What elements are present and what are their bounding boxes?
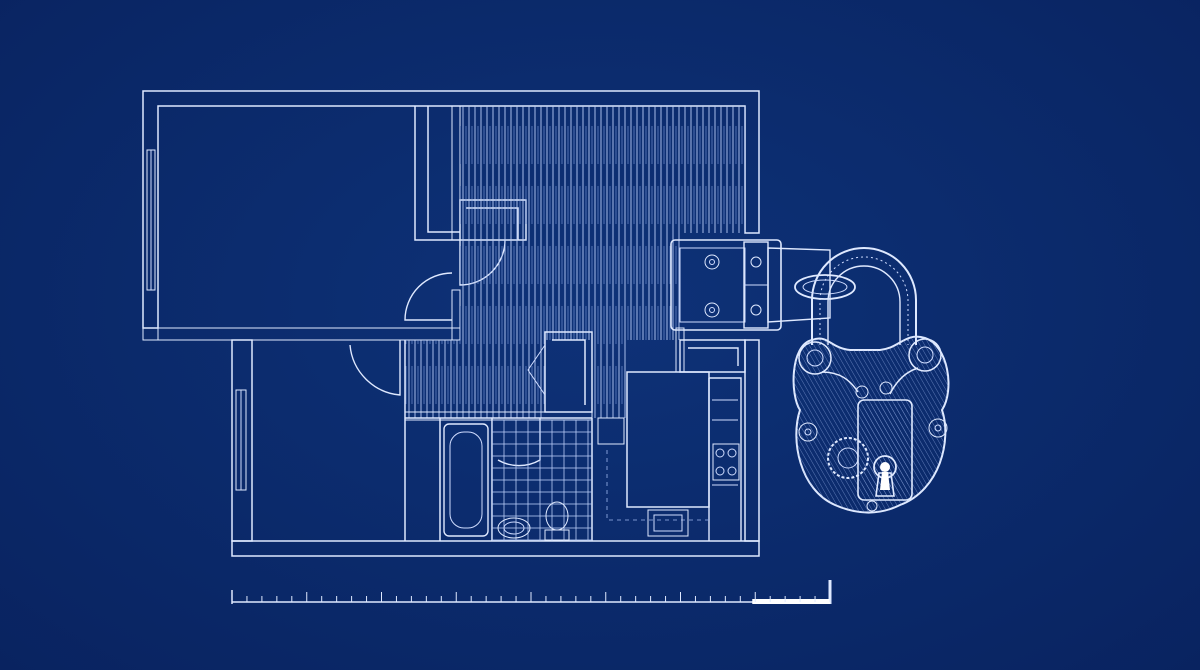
padlock-icon: [792, 247, 950, 514]
closet-wall: [414, 106, 460, 241]
wall-utility-hatch: [675, 327, 685, 373]
hall-closet-door: [527, 344, 546, 396]
outer-wall-bedroom2: [231, 339, 253, 542]
wall-bedroom-bottom: [142, 327, 461, 341]
hall-closet: [544, 331, 593, 413]
hasp-icon: [670, 239, 831, 331]
stove: [712, 443, 740, 481]
kitchen-island: [626, 371, 710, 508]
keyhole-icon: [873, 455, 897, 497]
column: [597, 417, 625, 445]
scale-ticks: [231, 592, 831, 602]
inner-wall-v: [451, 105, 461, 241]
bathtub-inner: [449, 431, 483, 529]
hall-floor: [460, 233, 680, 340]
wall-bath: [404, 340, 593, 541]
outer-wall-bottom: [231, 540, 760, 557]
bath-tiles: [492, 420, 592, 541]
outer-wall-right-lower: [744, 339, 760, 542]
door-bedroom2: [349, 340, 401, 396]
floor-plan: [142, 90, 760, 557]
bathtub: [443, 423, 489, 537]
door-bedroom1: [404, 272, 453, 321]
bath-sink: [497, 517, 531, 539]
kitchen-floor: [592, 340, 627, 418]
living-floor: [460, 106, 745, 233]
scale-bar: [231, 580, 832, 604]
utility-niche: [679, 339, 746, 373]
inner-wall-v2: [451, 289, 461, 341]
kitchen-dashed-zone: [606, 450, 709, 521]
corridor-floor: [405, 340, 545, 418]
scale-bar-filled-segment: [752, 599, 830, 604]
kitchen-counter: [708, 377, 742, 541]
kitchen-sink: [647, 509, 689, 537]
outer-wall-left-lower: [142, 327, 159, 341]
